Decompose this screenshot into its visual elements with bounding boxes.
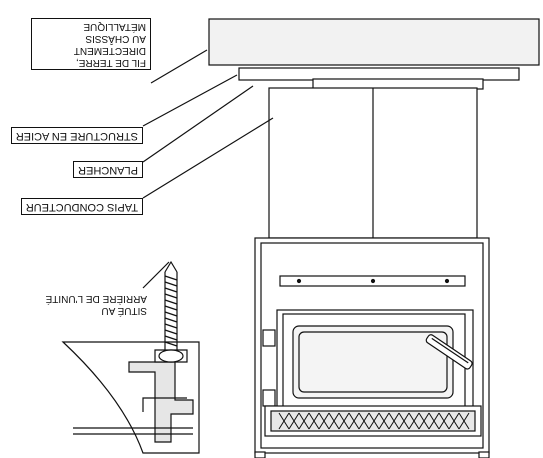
steel-structure-slab <box>208 18 540 66</box>
floor-plate <box>238 67 520 81</box>
door-hinge-top <box>262 329 276 347</box>
leader-steel-structure <box>142 74 238 127</box>
label-ground-wire: FIL DE TERRE, DIRECTEMENT AU CHÂSSIS MÉT… <box>31 18 151 70</box>
door-handle <box>425 334 473 370</box>
stove-foot-right <box>254 451 266 458</box>
label-steel-structure: STRUCTURE EN ACIER <box>10 127 143 144</box>
leader-rear-location <box>142 261 170 289</box>
label-floor: PLANCHER <box>73 161 143 178</box>
label-conductive-mat: TAPIS CONDUCTEUR <box>20 198 143 215</box>
leader-floor <box>142 85 254 163</box>
door-hinge-bottom <box>262 389 276 407</box>
detail-threaded-screw <box>164 260 178 350</box>
stove-door-glass <box>292 325 454 399</box>
label-rear-location: SITUÉ AU ARRIÈRE DE L'UNITÉ <box>45 293 147 316</box>
leader-conductive-mat <box>142 117 274 199</box>
stove-foot-left <box>478 451 490 458</box>
leader-ground-wire <box>150 49 208 84</box>
detail-bracket <box>128 361 194 443</box>
